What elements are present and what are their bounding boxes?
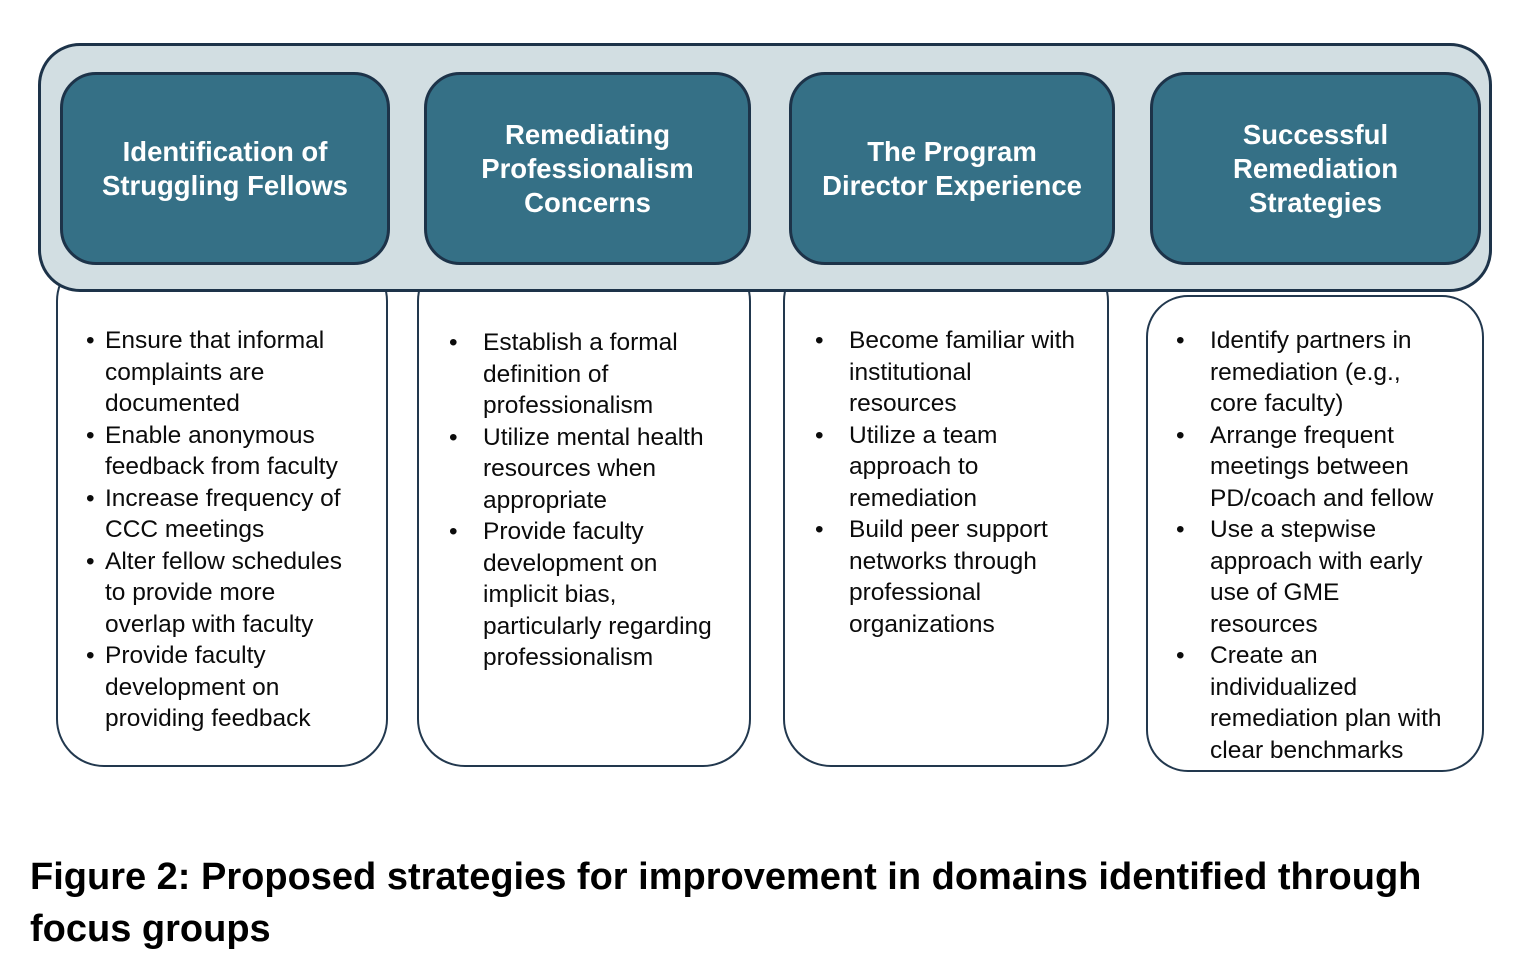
column-header-label: Identification of Struggling Fellows [102,135,348,201]
column-header-identification: Identification of Struggling Fellows [60,72,390,265]
list-item: Provide faculty development on implicit … [447,516,719,674]
column-header-remediation-strategies: Successful Remediation Strategies [1150,72,1481,265]
column-body-professionalism: Establish a formal definition of profess… [417,253,751,767]
column-body-program-director: Become familiar with institutional resou… [783,253,1109,767]
list-item: Create an individualized remediation pla… [1174,640,1442,766]
bullet-list: Ensure that informal complaints are docu… [58,255,386,735]
list-item: Utilize a team approach to remediation [813,420,1077,515]
column-header-program-director: The Program Director Experience [789,72,1115,265]
column-header-label: The Program Director Experience [822,135,1082,201]
list-item: Build peer support networks through prof… [813,514,1077,640]
list-item: Ensure that informal complaints are docu… [84,325,346,420]
column-body-identification: Ensure that informal complaints are docu… [56,253,388,767]
column-header-label: Successful Remediation Strategies [1232,118,1399,218]
list-item: Utilize mental health resources when app… [447,422,719,517]
bullet-list: Identify partners in remediation (e.g., … [1148,297,1482,766]
bullet-list: Become familiar with institutional resou… [785,255,1107,640]
list-item: Establish a formal definition of profess… [447,327,719,422]
list-item: Provide faculty development on providing… [84,640,346,735]
list-item: Alter fellow schedules to provide more o… [84,546,346,641]
bullet-list: Establish a formal definition of profess… [419,255,749,674]
list-item: Enable anonymous feedback from faculty [84,420,346,483]
list-item: Become familiar with institutional resou… [813,325,1077,420]
list-item: Use a stepwise approach with early use o… [1174,514,1442,640]
column-header-professionalism: Remediating Professionalism Concerns [424,72,751,265]
column-body-remediation-strategies: Identify partners in remediation (e.g., … [1146,295,1484,772]
list-item: Arrange frequent meetings between PD/coa… [1174,420,1442,515]
list-item: Increase frequency of CCC meetings [84,483,346,546]
figure-caption: Figure 2: Proposed strategies for improv… [30,856,1422,950]
list-item: Identify partners in remediation (e.g., … [1174,325,1442,420]
column-header-label: Remediating Professionalism Concerns [481,118,694,218]
